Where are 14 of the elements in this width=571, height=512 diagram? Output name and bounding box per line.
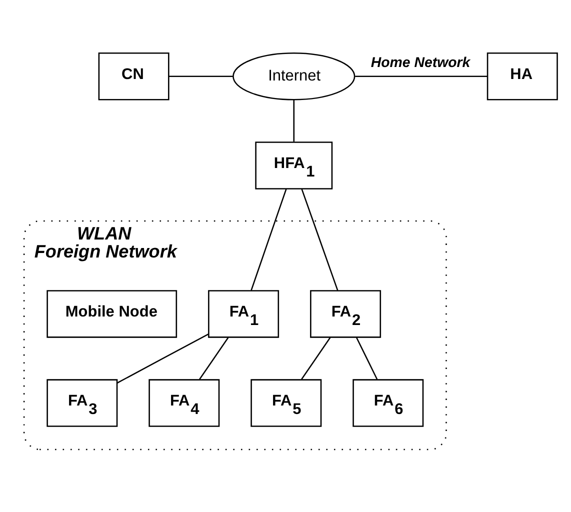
- connector: [250, 188, 287, 290]
- node-box: HA: [486, 52, 558, 100]
- connector: [301, 188, 338, 290]
- connector: [355, 75, 488, 77]
- edge-label: Home Network: [370, 54, 470, 71]
- connector: [116, 332, 209, 384]
- connector: [168, 75, 233, 77]
- node-ellipse: Internet: [232, 52, 356, 100]
- connector: [356, 336, 378, 380]
- node-box: CN: [98, 52, 170, 100]
- connector: [301, 336, 331, 380]
- connector: [199, 336, 229, 380]
- node-box: Mobile Node: [46, 290, 178, 338]
- connector: [293, 99, 295, 142]
